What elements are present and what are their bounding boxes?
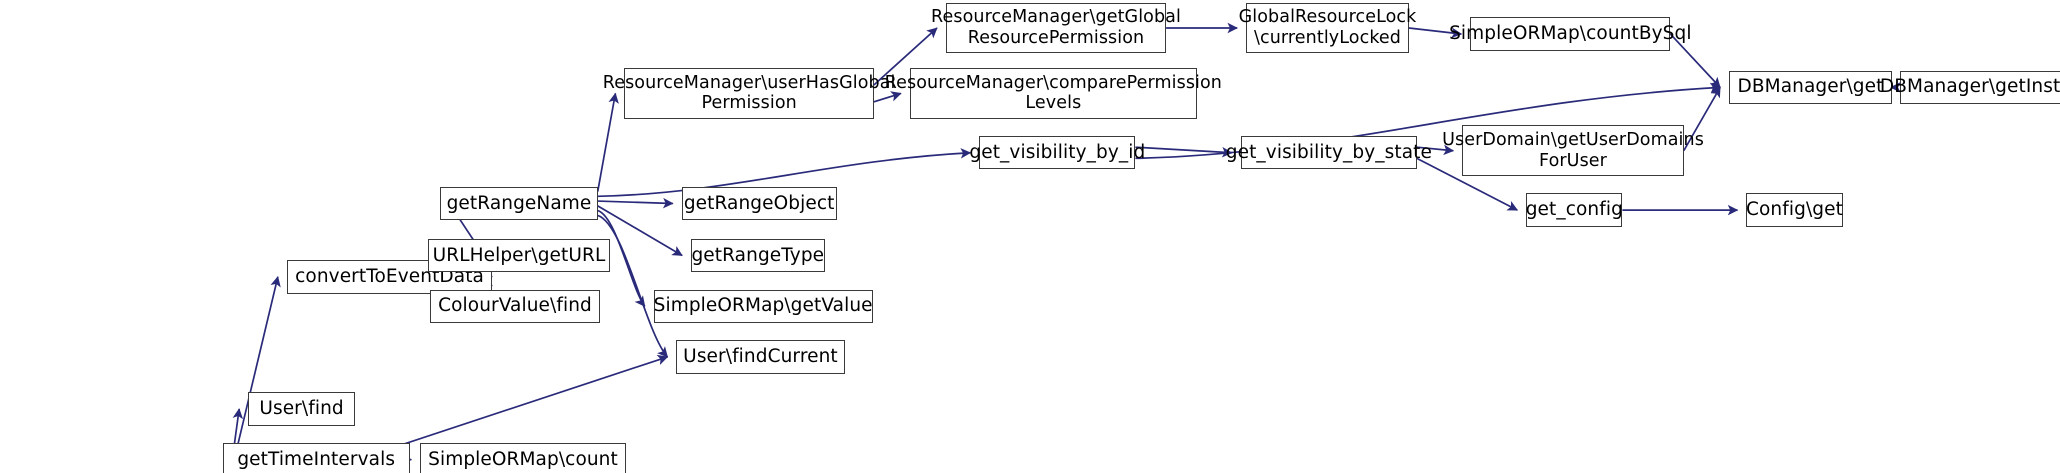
graph-node[interactable]: SimpleORMap\count: [420, 442, 626, 473]
graph-node[interactable]: getRangeObject: [681, 186, 837, 221]
graph-node[interactable]: DBManager\getInstance: [1880, 70, 2060, 105]
graph-node[interactable]: User\find: [248, 392, 355, 426]
graph-node[interactable]: get_visibility_by_state: [1226, 136, 1432, 170]
graph-node[interactable]: get_visibility_by_id: [969, 136, 1145, 170]
graph-node[interactable]: ResourceManager\getGlobal ResourcePermis…: [931, 2, 1181, 54]
graph-node[interactable]: GlobalResourceLock \currentlyLocked: [1239, 2, 1416, 54]
graph-edge: [597, 197, 674, 209]
graph-node[interactable]: getTimeIntervals: [222, 442, 410, 473]
graph-node[interactable]: ResourceManager\userHasGlobal Permission: [603, 68, 895, 119]
graph-node[interactable]: SimpleORMap\getValue: [654, 289, 873, 323]
graph-node[interactable]: User\findCurrent: [676, 340, 845, 374]
graph-node[interactable]: getRangeName: [440, 186, 598, 221]
graph-node[interactable]: getRangeType: [691, 238, 825, 273]
graph-node[interactable]: UserDomain\getUserDomains ForUser: [1442, 125, 1704, 177]
graph-edge: [1135, 146, 1233, 158]
graph-node[interactable]: SimpleORMap\countBySql: [1449, 17, 1692, 51]
graph-node[interactable]: Config\get: [1746, 193, 1843, 227]
graph-node[interactable]: ResourceManager\comparePermission Levels: [885, 68, 1222, 119]
graph-node[interactable]: get_config: [1526, 193, 1623, 227]
graph-node[interactable]: URLHelper\getURL: [428, 238, 610, 273]
graph-edge: [597, 214, 669, 358]
graph-node[interactable]: ColourValue\find: [429, 289, 601, 323]
graph-edge: [597, 205, 683, 257]
graph-node[interactable]: DBManager\get: [1729, 70, 1892, 105]
